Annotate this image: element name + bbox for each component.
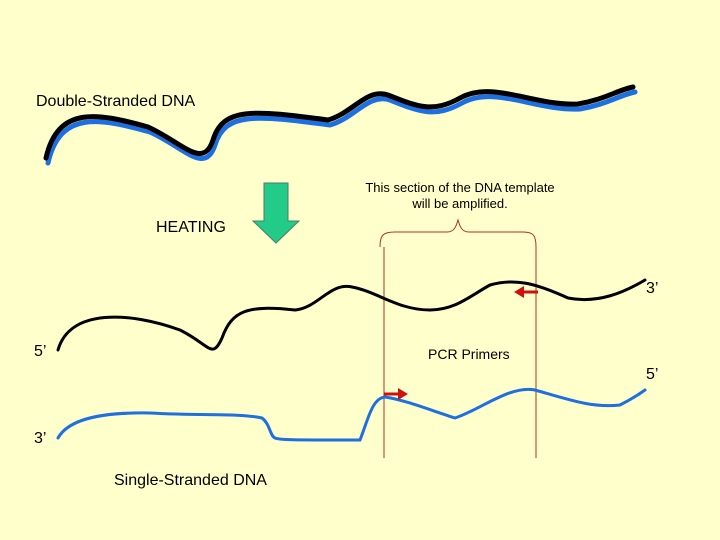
end-label-bottom-left: 3’ <box>34 430 47 447</box>
end-label-top-left: 5’ <box>34 343 47 360</box>
single-strand-bottom <box>56 387 647 442</box>
annotation-line-2: will be amplified. <box>412 196 508 211</box>
double-strand-blue <box>45 89 638 166</box>
single-strand-top <box>56 278 647 352</box>
end-label-top-right: 3’ <box>646 280 659 297</box>
heating-label: HEATING <box>156 219 226 236</box>
primer-bottom <box>384 388 408 400</box>
primer-top <box>514 286 538 298</box>
annotation-line-1: This section of the DNA template <box>365 180 555 195</box>
annotation-text: This section of the DNA template will be… <box>350 180 570 212</box>
heating-arrow <box>251 182 301 244</box>
primers-label: PCR Primers <box>428 346 510 362</box>
double-strand-black <box>43 84 636 161</box>
double-stranded-label: Double-Stranded DNA <box>36 93 196 110</box>
annotation-brace <box>379 218 537 248</box>
single-stranded-label: Single-Stranded DNA <box>114 472 267 489</box>
end-label-bottom-right: 5’ <box>646 366 659 383</box>
